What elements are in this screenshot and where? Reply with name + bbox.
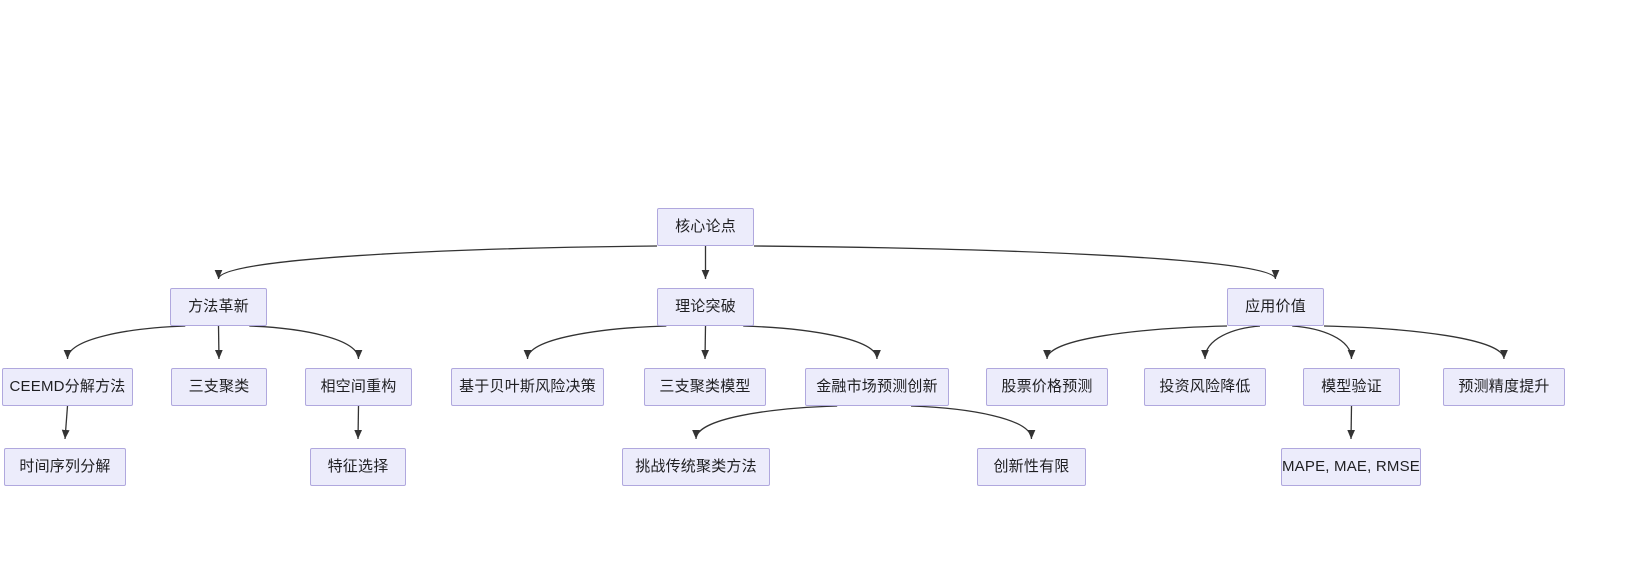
mindmap-node-label: 理论突破	[675, 297, 736, 315]
mindmap-edge-root-to-l2a	[214, 245, 658, 280]
mindmap-node-label: MAPE, MAE, RMSE	[1281, 457, 1421, 475]
mindmap-node-l4c[interactable]: 挑战传统聚类方法	[622, 448, 770, 486]
mindmap-edge-l2b-to-l3f	[743, 325, 881, 360]
mindmap-node-label: CEEMD分解方法	[9, 377, 126, 395]
mindmap-node-label: 时间序列分解	[19, 457, 111, 475]
mindmap-node-label: 投资风险降低	[1159, 377, 1251, 395]
mindmap-node-label: 三支聚类	[188, 377, 250, 395]
mindmap-node-label: 特征选择	[327, 457, 389, 475]
mindmap-edge-l3i-to-l4e	[1347, 405, 1356, 440]
mindmap-edge-l2c-to-l3g	[1043, 325, 1228, 360]
mindmap-node-label: 应用价值	[1245, 297, 1306, 315]
mindmap-edge-root-to-l2c	[753, 245, 1280, 280]
mindmap-node-label: 模型验证	[1321, 377, 1382, 395]
mindmap-node-root[interactable]: 核心论点	[657, 208, 754, 246]
mindmap-node-label: 创新性有限	[993, 457, 1070, 475]
mindmap-node-label: 方法革新	[188, 297, 249, 315]
mindmap-node-l3e[interactable]: 三支聚类模型	[644, 368, 766, 406]
mindmap-edge-l2c-to-l3h	[1201, 325, 1261, 360]
mindmap-node-label: 金融市场预测创新	[816, 377, 938, 395]
mindmap-node-l2a[interactable]: 方法革新	[170, 288, 267, 326]
mindmap-edge-l2b-to-l3d	[523, 325, 667, 360]
mindmap-node-l4d[interactable]: 创新性有限	[977, 448, 1086, 486]
mindmap-node-label: 预测精度提升	[1458, 377, 1550, 395]
mindmap-node-label: 基于贝叶斯风险决策	[459, 377, 596, 395]
mindmap-edge-l2a-to-l3b	[214, 325, 223, 360]
mindmap-node-l4e[interactable]: MAPE, MAE, RMSE	[1281, 448, 1421, 486]
mindmap-edge-l2b-to-l3e	[701, 325, 710, 360]
mindmap-node-label: 挑战传统聚类方法	[635, 457, 757, 475]
mindmap-node-l3c[interactable]: 相空间重构	[305, 368, 412, 406]
mindmap-node-l3a[interactable]: CEEMD分解方法	[2, 368, 133, 406]
mindmap-edge-l3c-to-l4b	[354, 405, 363, 440]
mindmap-edge-l2c-to-l3j	[1323, 325, 1508, 360]
mindmap-node-label: 三支聚类模型	[659, 377, 751, 395]
mindmap-node-l2b[interactable]: 理论突破	[657, 288, 754, 326]
mindmap-node-label: 核心论点	[675, 217, 736, 235]
mindmap-node-l2c[interactable]: 应用价值	[1227, 288, 1324, 326]
mindmap-node-l3h[interactable]: 投资风险降低	[1144, 368, 1266, 406]
mindmap-node-l3j[interactable]: 预测精度提升	[1443, 368, 1565, 406]
mindmap-edge-l2a-to-l3c	[249, 325, 363, 360]
mindmap-edge-l3f-to-l4d	[910, 405, 1036, 440]
mindmap-edge-l2a-to-l3a	[63, 325, 186, 360]
mindmap-edge-l3a-to-l4a	[61, 405, 70, 440]
mindmap-node-label: 股票价格预测	[1001, 377, 1093, 395]
mindmap-node-l3f[interactable]: 金融市场预测创新	[805, 368, 949, 406]
mindmap-edge-l2c-to-l3i	[1292, 325, 1356, 360]
mindmap-node-l4b[interactable]: 特征选择	[310, 448, 406, 486]
mindmap-node-label: 相空间重构	[320, 377, 397, 395]
mindmap-node-l4a[interactable]: 时间序列分解	[4, 448, 126, 486]
mindmap-node-l3d[interactable]: 基于贝叶斯风险决策	[451, 368, 604, 406]
mindmap-edge-l3f-to-l4c	[692, 405, 838, 440]
mindmap-node-l3i[interactable]: 模型验证	[1303, 368, 1400, 406]
mindmap-node-l3b[interactable]: 三支聚类	[171, 368, 267, 406]
mindmap-node-l3g[interactable]: 股票价格预测	[986, 368, 1108, 406]
